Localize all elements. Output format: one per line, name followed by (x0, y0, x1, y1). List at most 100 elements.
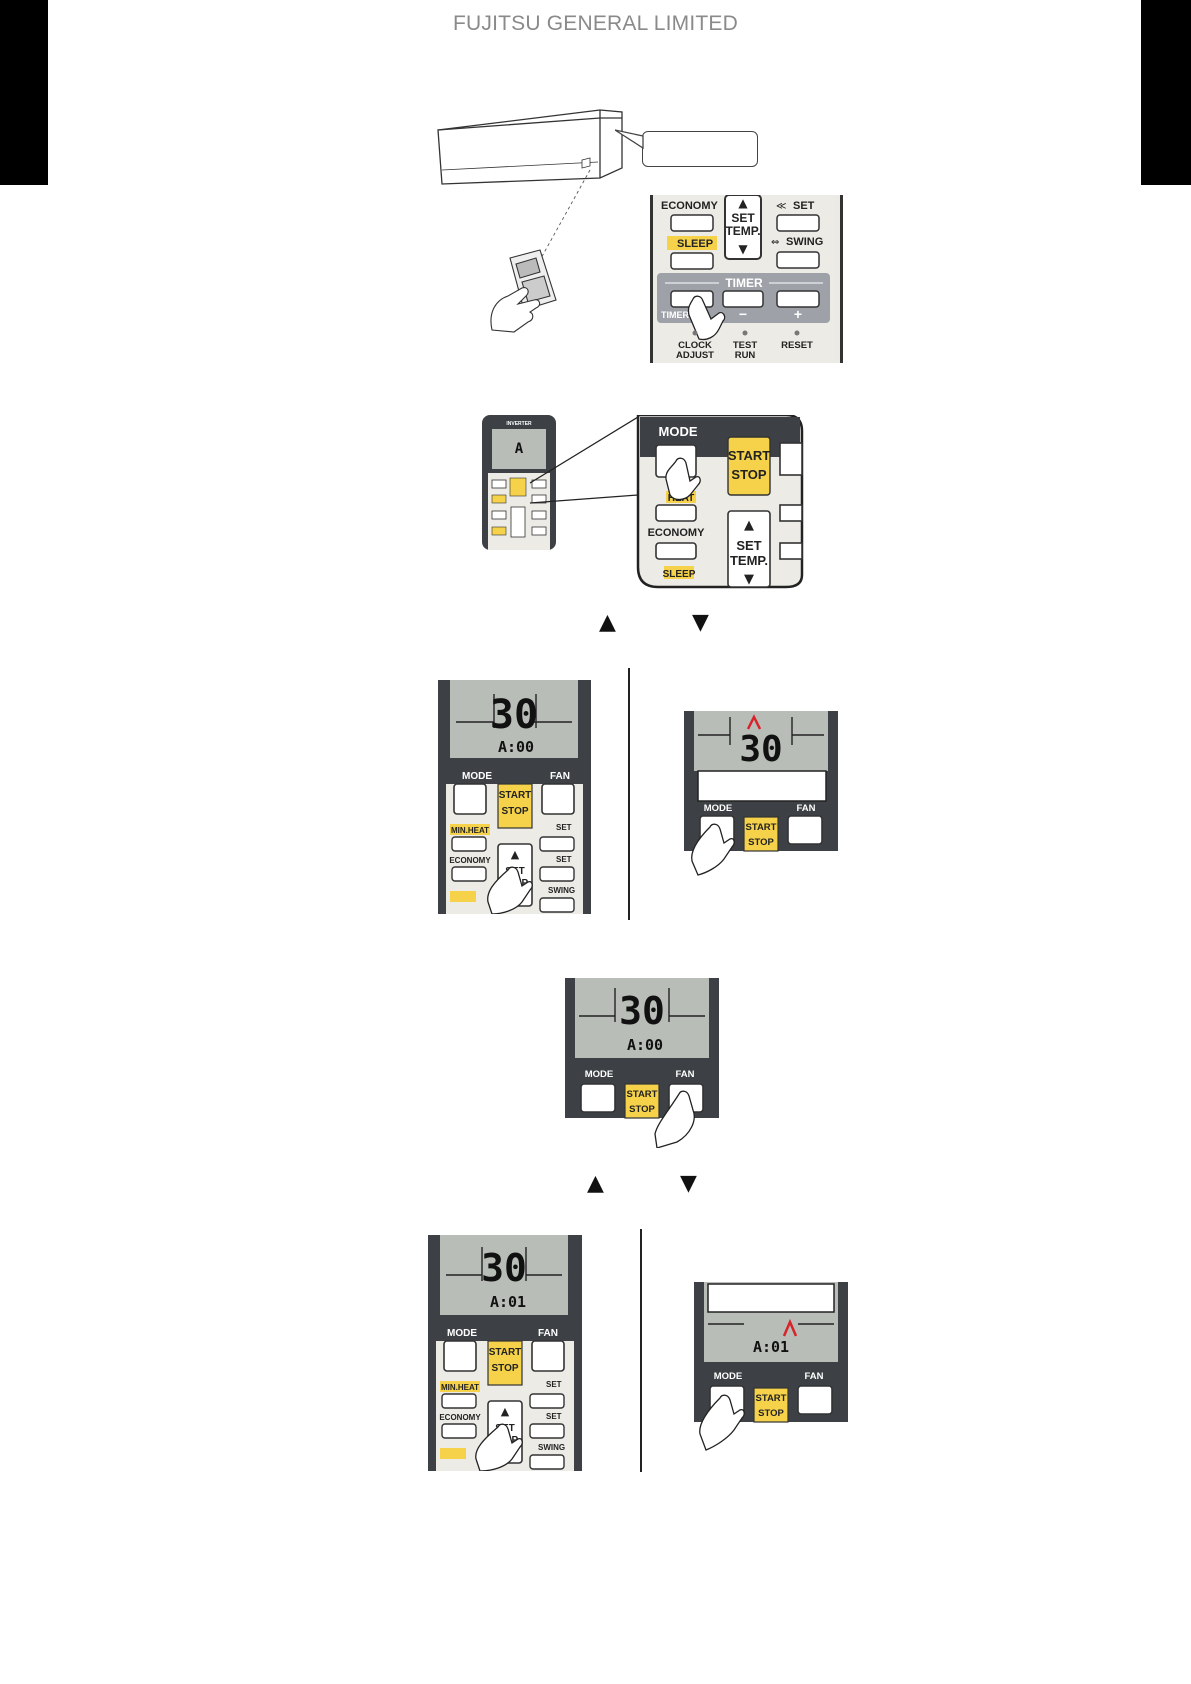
lcd-temp: 30 (619, 989, 665, 1033)
start-stop-button[interactable] (624, 1083, 660, 1119)
white-label-box (697, 770, 827, 802)
lcd-address: A:01 (753, 1338, 789, 1356)
reset-label: RESET (781, 340, 813, 351)
remote-mode-figure-1: 30 MODE FAN START STOP (684, 711, 838, 876)
fan-button[interactable] (531, 1340, 565, 1372)
right-edge-tab (1141, 0, 1191, 185)
small-remote: INVERTER A (482, 415, 556, 550)
swing-button[interactable] (776, 251, 820, 269)
mode-zoom-figure: INVERTER A MODE START STOP (480, 415, 810, 590)
svg-text:▼: ▼ (744, 572, 754, 587)
remote-set-temp-figure-1: 30 A:00 MODE FAN START STOP MIN.HEAT SET… (438, 680, 591, 914)
fan-label: FAN (797, 803, 816, 814)
mag-hand-icon (665, 457, 701, 501)
start-label: START (489, 1347, 522, 1358)
up-arrow-icon: ▲ (599, 610, 616, 635)
vane-set-button[interactable] (776, 214, 820, 232)
start-stop-button[interactable] (497, 783, 533, 829)
left-edge-tab (0, 0, 48, 185)
start-label: START (499, 790, 532, 801)
economy-button[interactable] (451, 866, 487, 882)
down-arrow-icon: ▼ (680, 1171, 697, 1196)
start-stop-button[interactable] (743, 816, 779, 852)
test-run-label-2: RUN (735, 350, 756, 361)
remote-fan-figure: 30 A:00 MODE FAN START STOP (565, 978, 719, 1148)
up-arrow-icon: ▲ (587, 1171, 604, 1196)
lcd-address: A:00 (498, 738, 534, 756)
timer-minus-button[interactable] (722, 290, 764, 308)
timer-label: TIMER (725, 276, 763, 290)
magnified-panel: MODE START STOP HEAT ECONOMY SLEEP ▲ SET… (636, 415, 804, 589)
start-label: START (627, 1089, 658, 1100)
stop-label: STOP (758, 1408, 784, 1419)
mode-button[interactable] (453, 783, 487, 815)
timer-small-label: TIMER (661, 310, 689, 320)
callout-pointer (615, 129, 644, 150)
min-heat-label: MIN.HEAT (451, 826, 489, 835)
mode-label: MODE (447, 1328, 477, 1339)
red-a-mark (746, 714, 762, 730)
mode-label: MODE (462, 771, 492, 782)
stop-label: STOP (501, 806, 528, 817)
mode-label: MODE (704, 803, 733, 814)
swing-icon: ⇔ (771, 237, 779, 248)
divider-line-2 (640, 1229, 642, 1472)
fan-button[interactable] (541, 783, 575, 815)
swing-label: SWING (538, 1443, 565, 1452)
vane-icon: ≪ (776, 201, 786, 212)
fan-label: FAN (538, 1328, 558, 1339)
svg-text:▲: ▲ (511, 848, 520, 861)
callout-box (642, 131, 758, 167)
mode-button[interactable] (580, 1083, 616, 1113)
economy-label: ECONOMY (439, 1413, 481, 1422)
mag-set-temp-rocker[interactable] (727, 510, 771, 588)
hand-remote (490, 249, 557, 333)
hand-icon (475, 1423, 523, 1471)
lcd-address: A:01 (490, 1293, 526, 1311)
set-label-2: SET (546, 1412, 562, 1421)
stop-label: STOP (629, 1104, 655, 1115)
fan-label: FAN (550, 771, 570, 782)
stop-label: STOP (748, 837, 774, 848)
swing-label: SWING (548, 886, 575, 895)
svg-text:▲: ▲ (744, 518, 754, 533)
clock-adjust-label-2: ADJUST (676, 350, 714, 361)
min-heat-button[interactable] (451, 836, 487, 852)
mag-set-label: SET (736, 538, 761, 553)
stop-label: STOP (491, 1363, 518, 1374)
start-stop-button[interactable] (487, 1340, 523, 1386)
svg-text:▲: ▲ (501, 1405, 510, 1418)
company-header: FUJITSU GENERAL LIMITED (452, 12, 739, 35)
lcd-temp: 30 (481, 1246, 527, 1290)
fan-button[interactable] (787, 815, 823, 845)
set-label-2: SET (556, 855, 572, 864)
start-label: START (746, 822, 777, 833)
small-lcd-a: A (515, 441, 524, 457)
hand-icon (687, 295, 726, 341)
divider-line-1 (628, 668, 630, 920)
start-stop-button[interactable] (753, 1387, 789, 1423)
minus-label: − (739, 306, 747, 322)
mag-economy-label: ECONOMY (648, 527, 706, 539)
test-run-label-1: TEST (733, 340, 757, 351)
clock-adjust-label-1: CLOCK (678, 340, 712, 351)
mode-button[interactable] (443, 1340, 477, 1372)
inverter-label: INVERTER (506, 421, 532, 427)
down-arrow-icon: ▼ (738, 242, 748, 256)
fan-label: FAN (805, 1371, 824, 1382)
down-arrow-icon: ▼ (692, 610, 709, 635)
set-temp-rocker[interactable] (724, 195, 762, 260)
mag-temp-label: TEMP. (730, 553, 768, 568)
economy-label: ECONOMY (661, 200, 719, 212)
hand-icon (691, 823, 735, 876)
timer-plus-button[interactable] (776, 290, 820, 308)
fan-button[interactable] (797, 1385, 833, 1415)
up-arrow-icon: ▲ (738, 196, 748, 210)
mode-label: MODE (714, 1371, 743, 1382)
mag-start-label: START (728, 448, 770, 463)
economy-button[interactable] (670, 214, 714, 232)
sleep-button[interactable] (670, 252, 714, 270)
mode-label: MODE (585, 1069, 614, 1080)
red-a-mark (782, 1318, 798, 1337)
mag-start-stop-button[interactable] (727, 436, 771, 496)
